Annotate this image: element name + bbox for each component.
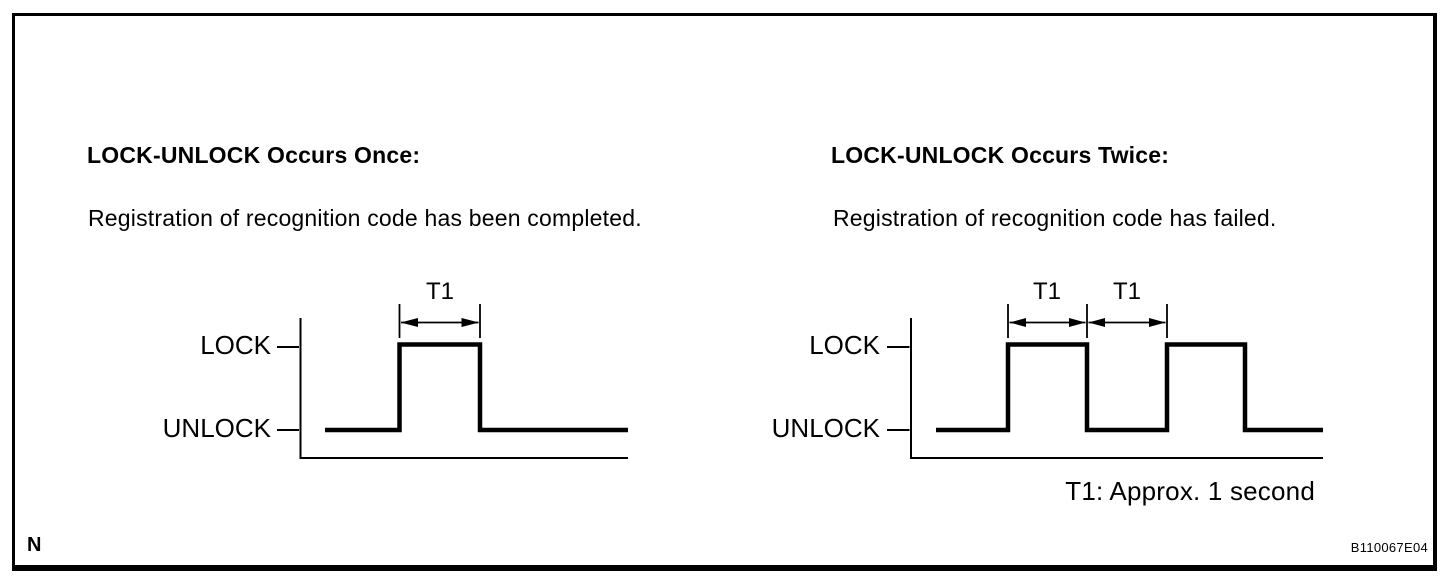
arrowhead-right-icon	[1069, 318, 1086, 327]
signal-waveform	[325, 342, 628, 433]
lock-level-label: LOCK	[200, 330, 271, 360]
page-marker: N	[27, 534, 42, 556]
signal-waveform	[936, 342, 1323, 433]
t1-dimension-label-1: T1	[1033, 278, 1061, 305]
timing-note: T1: Approx. 1 second	[1065, 476, 1315, 506]
arrowhead-right-icon	[461, 318, 479, 327]
right-panel-description: Registration of recognition code has fai…	[833, 205, 1277, 231]
left-panel-description: Registration of recognition code has bee…	[88, 205, 642, 231]
waveform-diagram-once: LOCK UNLOCK T1	[163, 278, 628, 459]
lock-level-label: LOCK	[809, 330, 880, 360]
waveform-diagram-twice: LOCK UNLOCK T1 T1	[772, 278, 1323, 459]
figure-code: B110067E04	[1350, 540, 1428, 555]
unlock-level-label: UNLOCK	[163, 413, 272, 443]
arrowhead-left-icon	[400, 318, 418, 327]
t1-dimension-label: T1	[426, 278, 454, 305]
left-panel-title: LOCK-UNLOCK Occurs Once:	[87, 142, 421, 168]
arrowhead-left-icon	[1009, 318, 1026, 327]
arrowhead-right-icon	[1149, 318, 1166, 327]
figure-border	[12, 13, 1437, 571]
unlock-level-label: UNLOCK	[772, 413, 881, 443]
t1-dimension-label-2: T1	[1113, 278, 1141, 305]
arrowhead-left-icon	[1088, 318, 1105, 327]
right-panel-title: LOCK-UNLOCK Occurs Twice:	[831, 142, 1170, 168]
